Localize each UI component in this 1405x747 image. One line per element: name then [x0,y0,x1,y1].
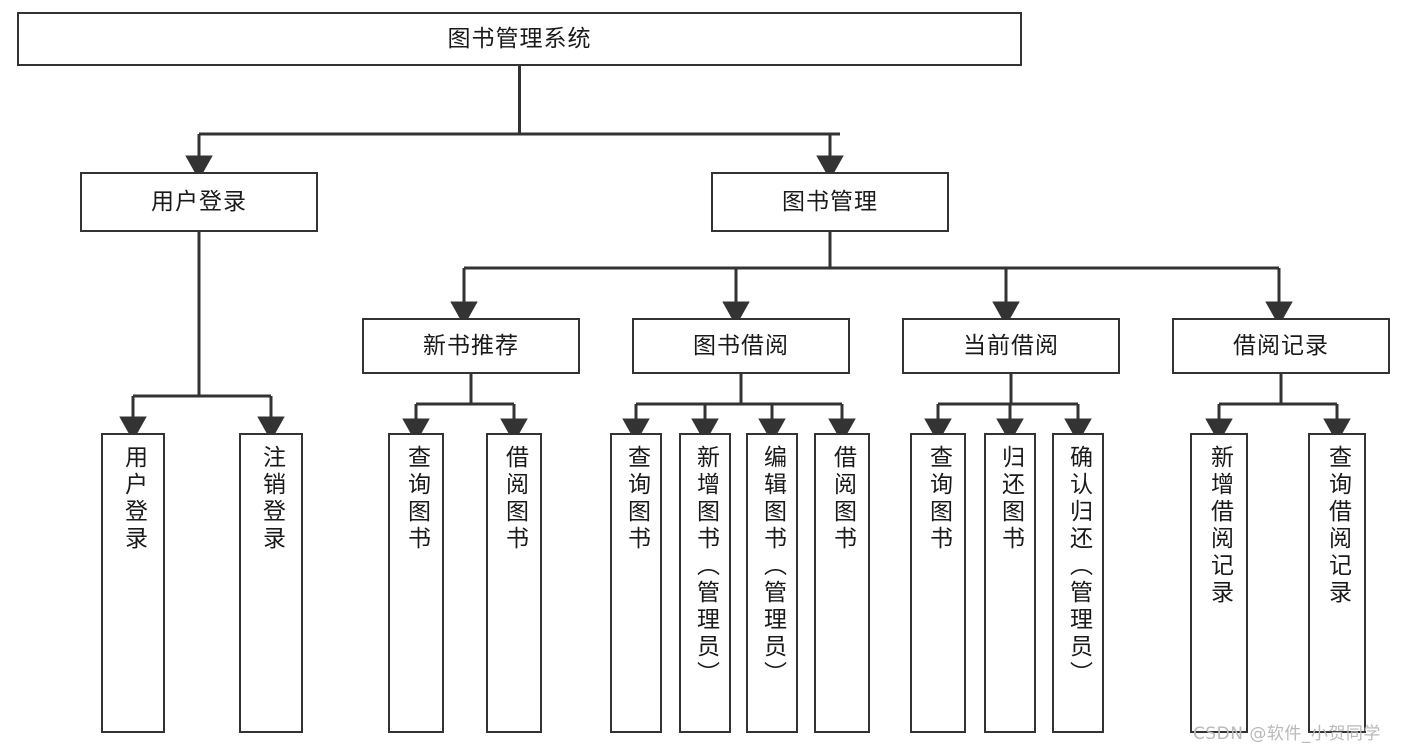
node-leaf-borrow-book-2[interactable]: 借阅图书 [814,433,870,733]
node-leaf-edit-book-admin[interactable]: 编辑图书（管理员） [746,433,798,733]
node-borrow-record[interactable]: 借阅记录 [1172,318,1390,374]
node-leaf-user-logout[interactable]: 注销登录 [239,433,303,733]
node-leaf-confirm-return-admin-label: 确认归还（管理员） [1065,445,1092,688]
node-leaf-borrow-book-2-label: 借阅图书 [829,445,856,553]
node-book-borrow-label: 图书借阅 [693,332,789,359]
node-leaf-confirm-return-admin[interactable]: 确认归还（管理员） [1052,433,1104,733]
node-leaf-return-book[interactable]: 归还图书 [984,433,1036,733]
node-leaf-query-book-1-label: 查询图书 [403,445,430,553]
node-leaf-return-book-label: 归还图书 [997,445,1024,553]
node-leaf-query-book-2[interactable]: 查询图书 [610,433,662,733]
node-book-manage[interactable]: 图书管理 [711,172,949,232]
node-leaf-query-borrow-record-label: 查询借阅记录 [1324,445,1351,607]
node-new-book-recommend-label: 新书推荐 [423,332,519,359]
node-user-login[interactable]: 用户登录 [80,172,318,232]
node-leaf-add-book-admin[interactable]: 新增图书（管理员） [679,433,731,733]
node-leaf-user-login[interactable]: 用户登录 [101,433,165,733]
node-new-book-recommend[interactable]: 新书推荐 [362,318,580,374]
node-leaf-query-book-2-label: 查询图书 [623,445,650,553]
node-leaf-borrow-book-1[interactable]: 借阅图书 [486,433,542,733]
node-book-manage-label: 图书管理 [782,188,878,215]
node-leaf-add-book-admin-label: 新增图书（管理员） [692,445,719,688]
node-leaf-user-logout-label: 注销登录 [258,445,285,553]
node-leaf-query-book-3-label: 查询图书 [925,445,952,553]
node-user-login-label: 用户登录 [151,188,247,215]
node-current-borrow-label: 当前借阅 [963,332,1059,359]
node-leaf-query-borrow-record[interactable]: 查询借阅记录 [1308,433,1366,733]
node-borrow-record-label: 借阅记录 [1233,332,1329,359]
node-leaf-add-borrow-record[interactable]: 新增借阅记录 [1190,433,1248,733]
node-leaf-edit-book-admin-label: 编辑图书（管理员） [759,445,786,688]
node-leaf-query-book-1[interactable]: 查询图书 [388,433,444,733]
node-leaf-add-borrow-record-label: 新增借阅记录 [1206,445,1233,607]
node-root[interactable]: 图书管理系统 [17,12,1022,66]
node-book-borrow[interactable]: 图书借阅 [632,318,850,374]
node-leaf-borrow-book-1-label: 借阅图书 [501,445,528,553]
watermark: CSDN @软件_小贺同学 [1193,724,1381,744]
node-leaf-user-login-label: 用户登录 [120,445,147,553]
node-root-label: 图书管理系统 [447,25,592,52]
node-leaf-query-book-3[interactable]: 查询图书 [910,433,966,733]
node-current-borrow[interactable]: 当前借阅 [902,318,1120,374]
